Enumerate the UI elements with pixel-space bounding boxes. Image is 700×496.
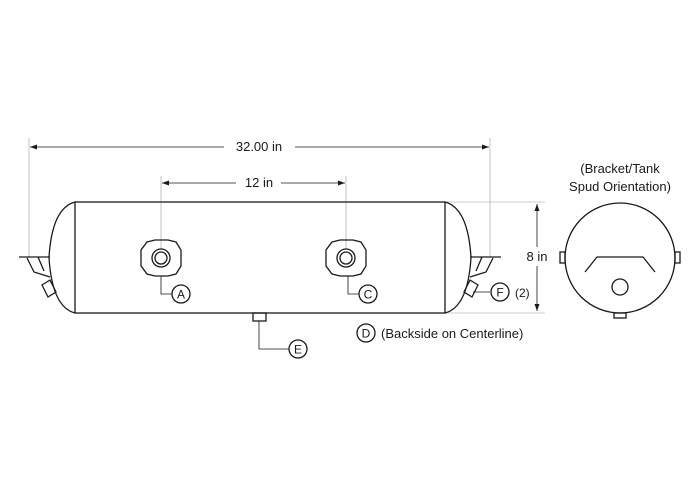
callout-c-letter: C [364,288,373,302]
port-c [325,239,367,277]
port-a-inner-ring [154,251,168,265]
tank-side-view [19,201,501,322]
end-view-caption-line2: Spud Orientation) [569,179,671,194]
callout-a: A [160,276,191,304]
diameter-label: 8 in [527,249,548,264]
callout-c: C [347,276,378,304]
tank-end-view: (Bracket/Tank Spud Orientation) [559,161,681,319]
callout-e-circle [288,339,308,359]
drain-spud-e [252,312,267,322]
port-spacing-dimension: 12 in [160,175,347,250]
port-a [140,239,182,277]
callout-d: D (Backside on Centerline) [356,323,523,343]
callout-f-quantity: (2) [515,286,530,300]
end-view-bracket-outline [584,256,656,273]
port-spacing-label: 12 in [245,175,273,190]
diameter-dimension: 8 in [446,201,548,314]
end-view-right-lug [674,251,681,264]
callout-c-circle [358,284,378,304]
port-c-boss [325,239,367,277]
end-view-caption-line1: (Bracket/Tank [580,161,660,176]
port-c-inner-ring [339,251,353,265]
callout-e: E [258,321,308,359]
callout-a-letter: A [177,288,185,302]
tank-shell [74,201,446,314]
callout-a-circle [171,284,191,304]
callout-f: F (2) [473,282,530,302]
overall-length-dimension: 32.00 in [28,138,491,258]
right-tank-head [444,201,472,314]
port-c-outer-ring [336,248,356,268]
left-mounting-bracket [19,256,57,298]
callout-f-letter: F [496,286,503,300]
end-view-circle [564,202,676,314]
right-bracket-spud [463,279,479,298]
port-a-outer-ring [151,248,171,268]
callout-d-circle [356,323,376,343]
right-mounting-bracket [463,256,501,298]
callout-f-circle [490,282,510,302]
end-view-left-lug [559,251,566,264]
end-view-bottom-lug [613,312,627,319]
callout-e-letter: E [294,343,302,357]
end-view-spud [611,278,629,296]
left-bracket-spud [41,279,57,298]
callout-d-note: (Backside on Centerline) [381,326,523,341]
port-a-boss [140,239,182,277]
left-tank-head [48,201,76,314]
overall-length-label: 32.00 in [236,139,282,154]
callout-d-letter: D [362,327,371,341]
